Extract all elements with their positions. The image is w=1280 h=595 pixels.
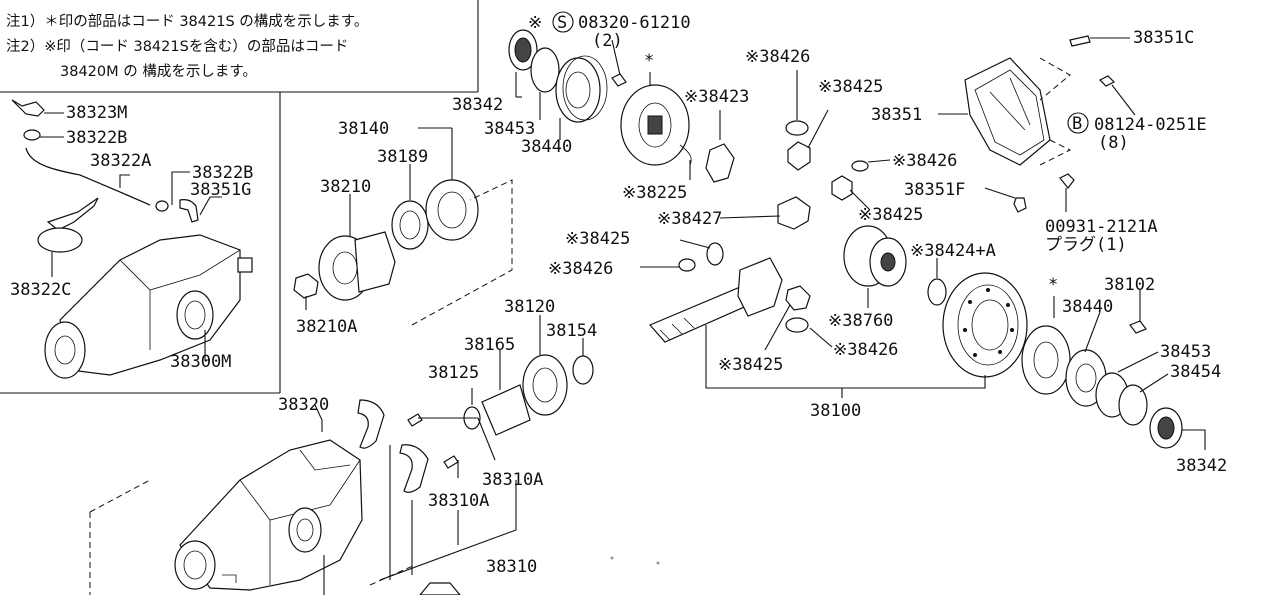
label-38440-left: 38440	[521, 137, 572, 157]
label-38140: 38140	[338, 119, 389, 139]
label-38323M: 38323M	[66, 103, 127, 123]
label-38342-left: 38342	[452, 95, 503, 115]
label-08124-0251E: 08124-0251E	[1094, 115, 1207, 135]
side-bearing-group-right: * 38102 38440 38453 38454 38342	[1021, 275, 1227, 476]
label-38225: ※38225	[622, 183, 687, 203]
label-38320: 38320	[278, 395, 329, 415]
mount-bracket-group: 38310A 38310A 38310	[357, 399, 543, 581]
differential-carrier-part: 38320	[89, 395, 461, 595]
bracket-38100	[705, 325, 986, 389]
qty-08124: (8)	[1098, 133, 1129, 153]
label-38351C: 38351C	[1133, 28, 1194, 48]
label-38351: 38351	[871, 105, 922, 125]
label-38322C: 38322C	[10, 280, 71, 300]
label-38760: ※38760	[828, 311, 893, 331]
clip-part	[23, 129, 41, 141]
label-38351F: 38351F	[904, 180, 965, 200]
label-38440-right: 38440	[1062, 297, 1113, 317]
label-38322B: 38322B	[192, 163, 253, 183]
label-38165: 38165	[464, 335, 515, 355]
label-38342-right: 38342	[1176, 456, 1227, 476]
note-line-3: 38420M の 構成を示します。	[60, 63, 257, 80]
label-38426-top: ※38426	[745, 47, 810, 67]
label-38351G: 38351G	[190, 180, 251, 200]
label-38310: 38310	[486, 557, 537, 577]
label-38100: 38100	[810, 401, 861, 421]
bracket-ring-part	[37, 227, 83, 253]
bolt-qty: (2)	[592, 31, 623, 51]
label-38154: 38154	[546, 321, 597, 341]
b-circle-mark: B	[1072, 114, 1082, 134]
label-00931-2121A: 00931-2121A	[1045, 217, 1158, 237]
label-38310A-lower: 38310A	[428, 491, 489, 511]
label-38424A: ※38424+A	[910, 241, 996, 261]
label-38425-left: ※38425	[565, 229, 630, 249]
flange-nut-part	[293, 273, 319, 299]
label-38426-mid: ※38426	[892, 151, 957, 171]
label-38189: 38189	[377, 147, 428, 167]
label-38210: 38210	[320, 177, 371, 197]
companion-flange-group: 38140 38189 38210 38210A	[293, 119, 513, 337]
pinion-mate-group: ※38426 ※38425 ※38760 ※38424+A	[828, 151, 996, 331]
side-bearing-group-left: 38342 38453 38440 ※ S 08320-61210 (2)	[452, 11, 691, 157]
label-38426-left: ※38426	[548, 259, 613, 279]
label-38426-bottom: ※38426	[833, 340, 898, 360]
rear-cover-group: 38351C 38351 B 08124-0251E (8) 38351F 00…	[871, 28, 1207, 255]
asterisk-mark-a: *	[644, 51, 654, 71]
label-38454: 38454	[1170, 362, 1221, 382]
note-line-1: 注1）＊印の部品はコード 38421S の構成を示します。	[6, 13, 368, 30]
note-line-2: 注2）※印（コード 38421Sを含む）の部品はコード	[6, 38, 348, 55]
drive-pinion-group: ※38425 ※38426	[648, 257, 898, 375]
axle-assembly-box: 38323M 38322B 38322A 38322B 38351G 38322…	[0, 92, 281, 394]
label-08320-61210: 08320-61210	[578, 13, 691, 33]
label-38425-mid: ※38425	[858, 205, 923, 225]
label-38453-right: 38453	[1160, 342, 1211, 362]
bolt-prefix: ※	[528, 13, 542, 33]
breather-cap-part	[11, 99, 45, 117]
label-38427: ※38427	[657, 209, 722, 229]
bolt-s-mark: S	[557, 13, 567, 33]
label-38425-top: ※38425	[818, 77, 883, 97]
label-38210A: 38210A	[296, 317, 357, 337]
label-38423: ※38423	[684, 87, 749, 107]
label-38453-left: 38453	[484, 119, 535, 139]
label-38120: 38120	[504, 297, 555, 317]
label-38300M: 38300M	[170, 352, 231, 372]
label-38125: 38125	[428, 363, 479, 383]
label-38322A: 38322A	[90, 151, 151, 171]
label-38310A-upper: 38310A	[482, 470, 543, 490]
asterisk-mark-b: *	[1048, 275, 1058, 295]
notes-box: 注1）＊印の部品はコード 38421S の構成を示します。 注2）※印（コード …	[0, 0, 479, 93]
label-38322B-top: 38322B	[66, 128, 127, 148]
label-38102: 38102	[1104, 275, 1155, 295]
label-plug: プラグ(1)	[1045, 235, 1127, 255]
differential-case-group: * ※38423 ※38225 ※38427 ※38425 ※38426 ※38…	[548, 47, 883, 279]
pinion-bearing-group: 38125 38165 38120 38154	[428, 297, 597, 436]
axle-housing-part	[44, 234, 253, 379]
ring-gear-part	[942, 272, 1028, 378]
label-38425-bottom: ※38425	[718, 355, 783, 375]
